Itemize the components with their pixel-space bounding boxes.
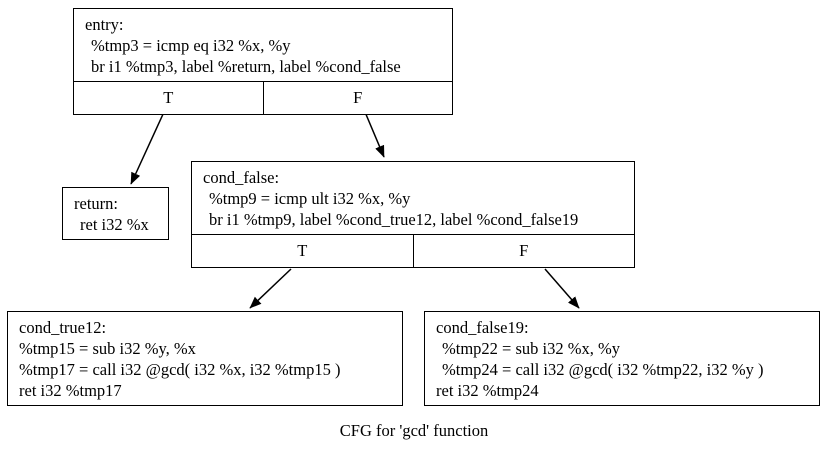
node-cond-false19[interactable]: cond_false19: %tmp22 = sub i32 %x, %y %t… [424,311,820,406]
node-cond-false-line-0: %tmp9 = icmp ult i32 %x, %y [209,189,411,208]
node-return-label: return: [74,194,118,213]
node-entry[interactable]: entry: %tmp3 = icmp eq i32 %x, %y br i1 … [73,8,453,115]
node-entry-body: entry: %tmp3 = icmp eq i32 %x, %y br i1 … [74,9,452,81]
node-cond-false-body: cond_false: %tmp9 = icmp ult i32 %x, %y … [192,162,634,234]
node-entry-port-false[interactable]: F [262,82,453,114]
graph-caption: CFG for 'gcd' function [339,421,489,440]
node-cond-true12-body: cond_true12: %tmp15 = sub i32 %y, %x %tm… [8,312,402,405]
node-cond-true12-line-1: %tmp17 = call i32 @gcd( i32 %x, i32 %tmp… [19,360,341,379]
node-return-body: return: ret i32 %x [63,188,168,239]
node-cond-true12[interactable]: cond_true12: %tmp15 = sub i32 %y, %x %tm… [7,311,403,406]
node-entry-port-true[interactable]: T [163,88,174,107]
node-entry-ports: T F [74,81,452,114]
node-cond-false-port-false[interactable]: F [412,235,635,267]
edge-entry-F-to-cond-false [364,111,385,158]
node-cond-true12-line-2: ret i32 %tmp17 [19,381,122,400]
edge-cond-false-F-to-cond-false19 [544,268,580,309]
node-entry-line-0: %tmp3 = icmp eq i32 %x, %y [91,36,291,55]
node-return-line-0: ret i32 %x [80,215,149,234]
edge-entry-T-to-return [130,111,165,185]
node-cond-false19-line-1: %tmp24 = call i32 @gcd( i32 %tmp22, i32 … [442,360,764,379]
node-cond-false-label: cond_false: [203,168,280,187]
node-cond-true12-line-0: %tmp15 = sub i32 %y, %x [19,339,196,358]
node-entry-label: entry: [85,15,124,34]
edge-cond-false-T-to-cond-true12 [249,268,292,309]
node-cond-false19-body: cond_false19: %tmp22 = sub i32 %x, %y %t… [425,312,819,405]
node-cond-false19-line-0: %tmp22 = sub i32 %x, %y [442,339,620,358]
node-cond-false-line-1: br i1 %tmp9, label %cond_true12, label %… [209,210,579,229]
node-cond-false[interactable]: cond_false: %tmp9 = icmp ult i32 %x, %y … [191,161,635,268]
node-entry-line-1: br i1 %tmp3, label %return, label %cond_… [91,57,401,76]
node-cond-false-port-true[interactable]: T [297,241,308,260]
node-cond-true12-label: cond_true12: [19,318,107,337]
node-return[interactable]: return: ret i32 %x [62,187,169,240]
node-cond-false-ports: T F [192,234,634,267]
node-cond-false19-label: cond_false19: [436,318,529,337]
node-cond-false19-line-2: ret i32 %tmp24 [436,381,539,400]
